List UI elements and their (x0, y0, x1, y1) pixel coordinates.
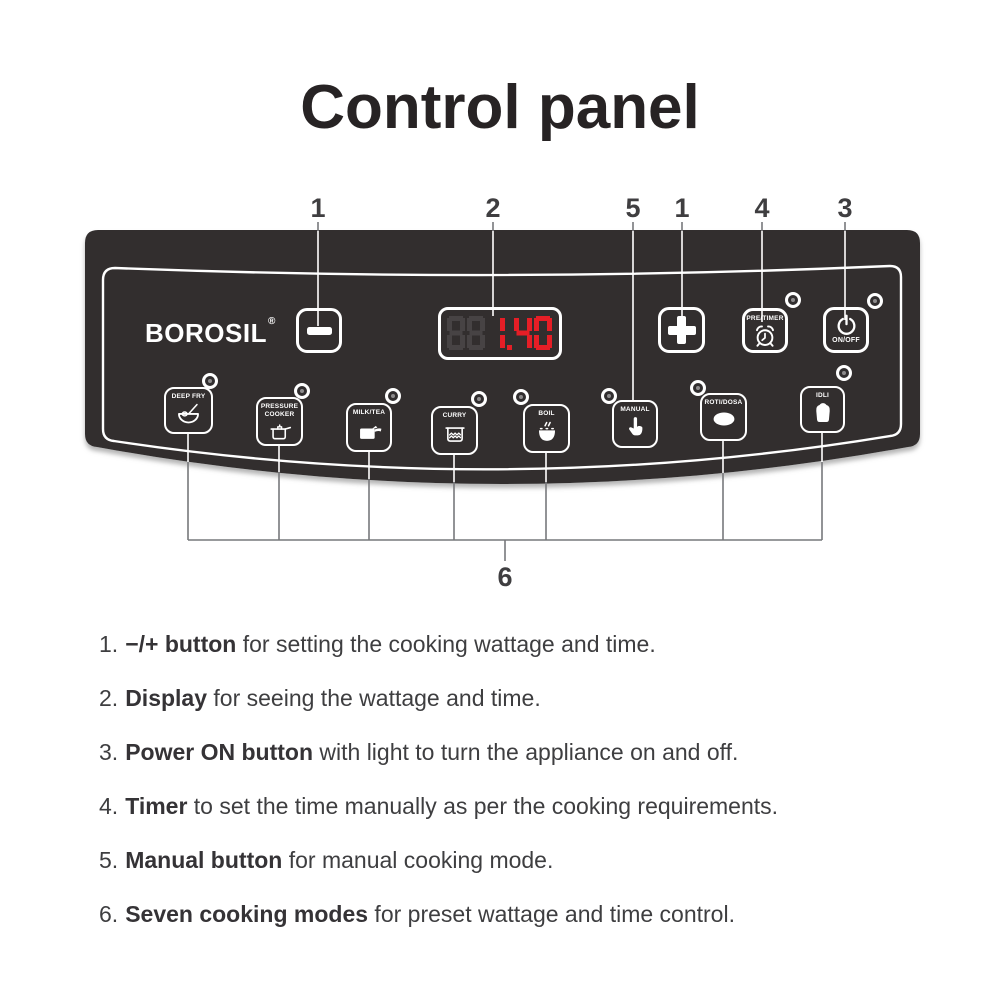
seven-segment-display (438, 307, 562, 360)
legend-description: for seeing the wattage and time. (207, 685, 541, 711)
milk-tea-label: MILK/TEA (352, 409, 386, 416)
top-callout-lines (317, 222, 846, 401)
legend-description: with light to turn the appliance on and … (313, 739, 739, 765)
power-indicator-led (867, 293, 883, 309)
legend-description: to set the time manually as per the cook… (187, 793, 779, 819)
roti-dosa-icon (713, 412, 734, 426)
deep-fry-label: DEEP FRY (171, 393, 206, 400)
legend-item-5: 5.Manual button for manual cooking mode. (99, 847, 778, 874)
alarm-clock-icon (756, 325, 774, 347)
deep-fry-icon (178, 403, 199, 424)
legend-description: for manual cooking mode. (282, 847, 554, 873)
legend-term: Manual button (125, 847, 283, 873)
legend-item-2: 2.Display for seeing the wattage and tim… (99, 685, 778, 712)
callout-manual: 5 (625, 193, 640, 223)
legend-number: 4. (99, 793, 119, 819)
panel-inner-border (101, 264, 903, 471)
minus-button[interactable] (296, 308, 342, 353)
legend-term: −/+ button (125, 631, 237, 657)
mode-button-manual[interactable]: MANUAL (612, 400, 658, 448)
mode-button-roti-dosa[interactable]: ROTI/DOSA (700, 393, 747, 441)
mode-button-boil[interactable]: BOIL (523, 404, 570, 453)
legend-number: 5. (99, 847, 119, 873)
deep-fry-indicator-led (202, 373, 218, 389)
pressure-cooker-icon (269, 424, 291, 440)
idli-icon (815, 402, 830, 422)
minus-icon (306, 326, 332, 335)
idli-indicator-led (836, 365, 852, 381)
roti-dosa-indicator-led (690, 380, 706, 396)
callout-minus: 1 (310, 193, 325, 223)
legend-description: for preset wattage and time control. (368, 901, 735, 927)
legend-number: 1. (99, 631, 119, 657)
boil-indicator-led (513, 389, 529, 405)
legend-number: 3. (99, 739, 119, 765)
legend-term: Seven cooking modes (125, 901, 369, 927)
boil-icon (538, 421, 555, 441)
on-off-label: ON/OFF (832, 337, 860, 344)
curry-indicator-led (471, 391, 487, 407)
mode-button-curry[interactable]: CURRY (431, 406, 478, 455)
callout-timer: 4 (754, 193, 769, 223)
callout-numbers: 1 2 5 1 4 3 6 (310, 193, 852, 592)
legend-number: 2. (99, 685, 119, 711)
plus-button[interactable] (658, 307, 705, 353)
roti-dosa-label: ROTI/DOSA (704, 399, 743, 406)
legend-term: Display (125, 685, 208, 711)
manual-indicator-led (601, 388, 617, 404)
pressure-cooker-indicator-led (294, 383, 310, 399)
pre-timer-indicator-led (785, 292, 801, 308)
idli-label: IDLI (815, 392, 830, 399)
brand-logo: BOROSIL® (145, 316, 276, 349)
pre-timer-label: PRE/TIMER (746, 315, 784, 322)
milk-tea-icon (359, 425, 381, 439)
mode-button-deep-fry[interactable]: DEEP FRY (164, 387, 213, 434)
page-title: Control panel (300, 73, 700, 142)
boil-label: BOIL (538, 410, 555, 417)
manual-label: MANUAL (620, 406, 650, 413)
callout-power: 3 (837, 193, 852, 223)
callout-display: 2 (485, 193, 500, 223)
legend-item-4: 4.Timer to set the time manually as per … (99, 793, 778, 820)
legend-item-6: 6.Seven cooking modes for preset wattage… (99, 901, 778, 928)
power-on-off-button[interactable]: ON/OFF (823, 307, 869, 353)
bottom-callout-lines (187, 433, 823, 561)
pressure-cooker-label: PRESSURE COOKER (260, 403, 299, 418)
mode-button-pressure-cooker[interactable]: PRESSURE COOKER (256, 397, 303, 446)
curry-icon (444, 427, 465, 442)
brand-name: BOROSIL (145, 318, 267, 348)
legend-list: 1.−/+ button for setting the cooking wat… (99, 631, 778, 955)
legend-description: for setting the cooking wattage and time… (236, 631, 656, 657)
milk-tea-indicator-led (385, 388, 401, 404)
callout-plus: 1 (674, 193, 689, 223)
mode-button-idli[interactable]: IDLI (800, 386, 845, 433)
curry-label: CURRY (442, 412, 467, 419)
mode-button-milk-tea[interactable]: MILK/TEA (346, 403, 392, 452)
legend-term: Timer (125, 793, 188, 819)
legend-number: 6. (99, 901, 119, 927)
manual-hand-icon (628, 416, 642, 436)
pre-timer-button[interactable]: PRE/TIMER (742, 308, 788, 353)
power-icon (837, 314, 855, 335)
brand-registered-mark: ® (267, 316, 276, 327)
display-digits (447, 316, 552, 350)
legend-item-3: 3.Power ON button with light to turn the… (99, 739, 778, 766)
legend-term: Power ON button (125, 739, 314, 765)
callout-modes: 6 (497, 562, 512, 592)
legend-item-1: 1.−/+ button for setting the cooking wat… (99, 631, 778, 658)
plus-icon (667, 316, 696, 344)
